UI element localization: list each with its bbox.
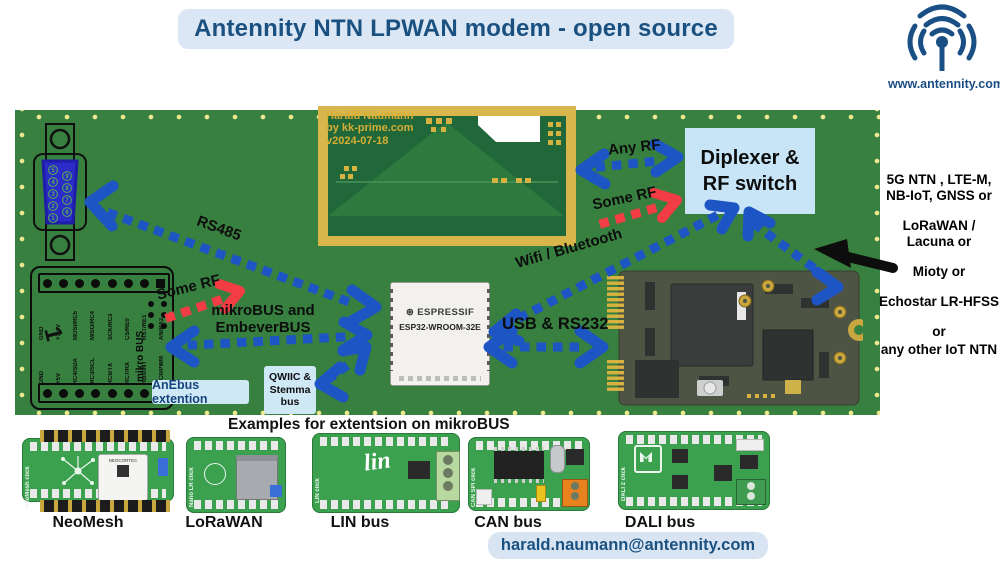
jumper — [536, 485, 546, 502]
antenna-circle-icon — [204, 463, 226, 485]
crystal — [550, 445, 565, 473]
dali-silk: DALI 2 click — [621, 466, 627, 501]
board-lorawan: Nano LR click — [186, 437, 286, 513]
ntn-modem-module — [607, 270, 863, 406]
lin-logo: lin — [362, 447, 393, 477]
board-caption-lin: LIN bus — [330, 514, 390, 531]
diplexer-rf-switch-box: Diplexer & RF switch — [685, 128, 815, 214]
neomesh-header-top — [40, 430, 170, 442]
mikrobus-embeverbus-label: mikroBUS and EmbeverBUS — [211, 302, 315, 336]
can-controller-dip — [494, 447, 544, 483]
transistor — [672, 475, 688, 489]
lin-terminal-block — [436, 451, 460, 501]
board-can: CAN SPI click — [468, 437, 590, 511]
esp32-model: ESP32-WROOM-32E — [399, 322, 481, 332]
espressif-logo-icon: ⊛ — [405, 307, 415, 318]
board-caption-lorawan: LoRaWAN — [185, 514, 263, 531]
board-caption-neomesh: NeoMesh — [52, 514, 124, 531]
lin-silk: LIN click — [315, 478, 321, 503]
antennity-logo: www.antennity.com — [888, 2, 1000, 91]
mikroe-logo — [634, 445, 662, 473]
antenna-credit: Harald Naumann by kk-prime.com v2024-07-… — [326, 110, 414, 147]
resistor-pack — [736, 439, 764, 451]
board-neomesh: NeoMesh click NEOCORTEC — [22, 438, 174, 508]
can-transceiver-ic — [566, 449, 584, 465]
espressif-brand: ⊛ ESPRESSIF — [405, 307, 475, 318]
mikrobus-socket-label: mikro BUS — [135, 330, 146, 382]
qr-code — [117, 465, 129, 477]
board-caption-dali: DALI bus — [624, 514, 696, 531]
antenna-connector — [158, 458, 168, 476]
extensions-heading: Examples for extentsion on mikroBUS — [228, 416, 510, 433]
transistor — [672, 449, 688, 463]
antenna-pattern — [328, 116, 566, 236]
rf-option: Mioty or — [912, 263, 966, 279]
pcb-antenna: Harald Naumann by kk-prime.com v2024-07-… — [318, 106, 576, 246]
antenna-logo-icon — [907, 4, 977, 71]
esp32-pads — [399, 376, 481, 381]
mikrobus-top-pin-row — [38, 273, 170, 293]
lin-transceiver-ic — [408, 461, 430, 479]
board-dali: DALI 2 click — [618, 431, 770, 510]
contact-email: harald.naumann@antennity.com — [488, 532, 768, 559]
can-terminal-block — [562, 479, 588, 507]
dali-terminal-block — [736, 479, 766, 505]
neocortec-module: NEOCORTEC — [98, 454, 148, 501]
qwiic-stemma-callout: QWIIC & Stemma bus — [264, 366, 316, 414]
rf-option: any other IoT NTN — [880, 342, 998, 358]
anebus-extension-callout: AnEbus extention — [152, 378, 249, 406]
castellation-left — [390, 289, 393, 371]
board-lin: LIN click lin — [312, 433, 460, 513]
page-title: Antennity NTN LPWAN modem - open source — [178, 9, 734, 49]
component — [476, 489, 492, 505]
castellation-right — [487, 289, 490, 371]
db9-rs485-connector: 5 4 3 2 1 9 8 7 6 — [33, 123, 87, 261]
neomesh-header-bottom — [40, 500, 170, 512]
rf-option: 5G NTN , LTE-M, NB-IoT, GNSS or — [886, 172, 992, 203]
transistor — [740, 455, 758, 469]
esp32-module: ⊛ ESPRESSIF ESP32-WROOM-32E — [390, 282, 490, 386]
transistor — [714, 465, 732, 481]
mesh-icon — [61, 456, 95, 485]
usb-rs232-label: USB & RS232 — [502, 315, 609, 333]
rf-option: or — [932, 323, 946, 339]
rf-option: LoRaWAN / Lacuna or — [902, 217, 976, 249]
rf-network-options: 5G NTN , LTE-M, NB-IoT, GNSS or LoRaWAN … — [878, 172, 1000, 358]
anebus-pins — [148, 301, 167, 329]
logo-url: www.antennity.com — [888, 77, 1000, 91]
component — [270, 485, 282, 497]
lora-shielded-module — [236, 455, 278, 500]
mikrobus-bottom-pin-row — [38, 383, 170, 403]
neomesh-silk: NeoMesh click — [25, 466, 31, 508]
rf-option: Echostar LR-HFSS — [878, 293, 1000, 309]
lorawan-silk: Nano LR click — [189, 467, 195, 507]
board-caption-can: CAN bus — [474, 514, 542, 531]
